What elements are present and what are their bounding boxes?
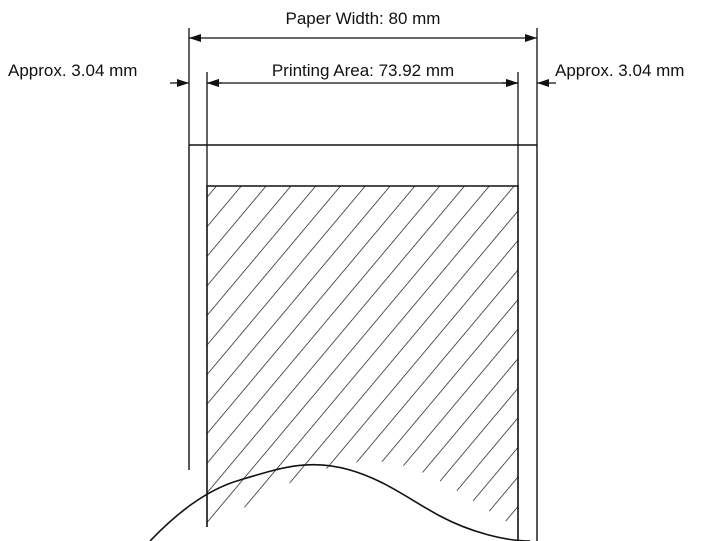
printing-area-dimension <box>206 72 519 186</box>
right-margin-label: Approx. 3.04 mm <box>555 61 684 80</box>
paper-outline <box>188 144 538 541</box>
left-margin-dimension <box>170 79 222 87</box>
left-margin-label: Approx. 3.04 mm <box>8 61 137 80</box>
printing-area <box>206 185 519 541</box>
paper-width-dimension <box>188 28 538 145</box>
printing-area-label: Printing Area: 73.92 mm <box>272 61 454 80</box>
paper-width-label: Paper Width: 80 mm <box>286 9 441 28</box>
right-margin-dimension <box>502 79 556 87</box>
paper-wavy-edge <box>149 463 531 541</box>
